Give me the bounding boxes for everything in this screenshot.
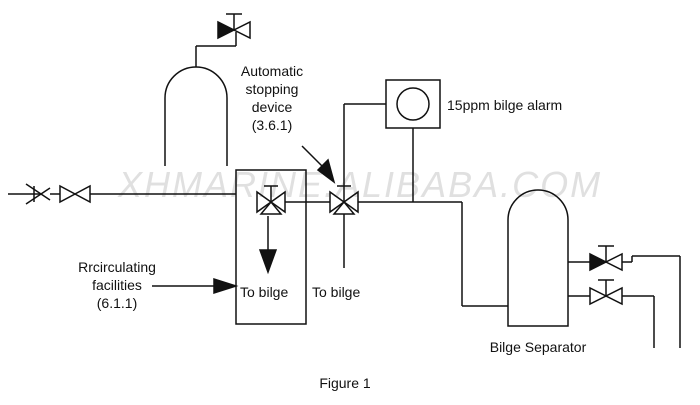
figure-caption: Figure 1 [319, 375, 371, 391]
recirc-label-1: Rrcirculating [78, 259, 156, 275]
auto-stop-label-4: (3.6.1) [252, 117, 292, 133]
bilge-alarm-box [385, 79, 441, 129]
to-bilge-left-label: To bilge [240, 284, 288, 300]
to-bilge-right-label: To bilge [312, 284, 360, 300]
dome-tank [164, 66, 228, 166]
auto-stop-label-3: device [252, 99, 293, 115]
bilge-alarm-gauge [396, 87, 430, 121]
top-valve [217, 13, 251, 40]
auto-stop-pointer [301, 145, 325, 169]
separator-outlet-valve-upper [589, 245, 623, 272]
watermark-text: XHMARINE.ALIBABA.COM [117, 164, 602, 205]
arrow-to-bilge-left-head [258, 249, 278, 275]
bilge-alarm-label: 15ppm bilge alarm [447, 97, 562, 113]
auto-stop-label-2: stopping [246, 81, 299, 97]
inlet-valve [59, 184, 91, 204]
bilge-separator-label: Bilge Separator [490, 339, 587, 355]
separator-outlet-valve-lower [589, 279, 623, 306]
bilge-separator-tank [507, 189, 569, 327]
recirc-label-3: (6.1.1) [97, 295, 137, 311]
auto-stop-label-1: Automatic [241, 63, 303, 79]
pump-unit-box [235, 169, 307, 325]
recirc-label-2: facilities [92, 277, 142, 293]
inlet-strainer [25, 183, 51, 205]
